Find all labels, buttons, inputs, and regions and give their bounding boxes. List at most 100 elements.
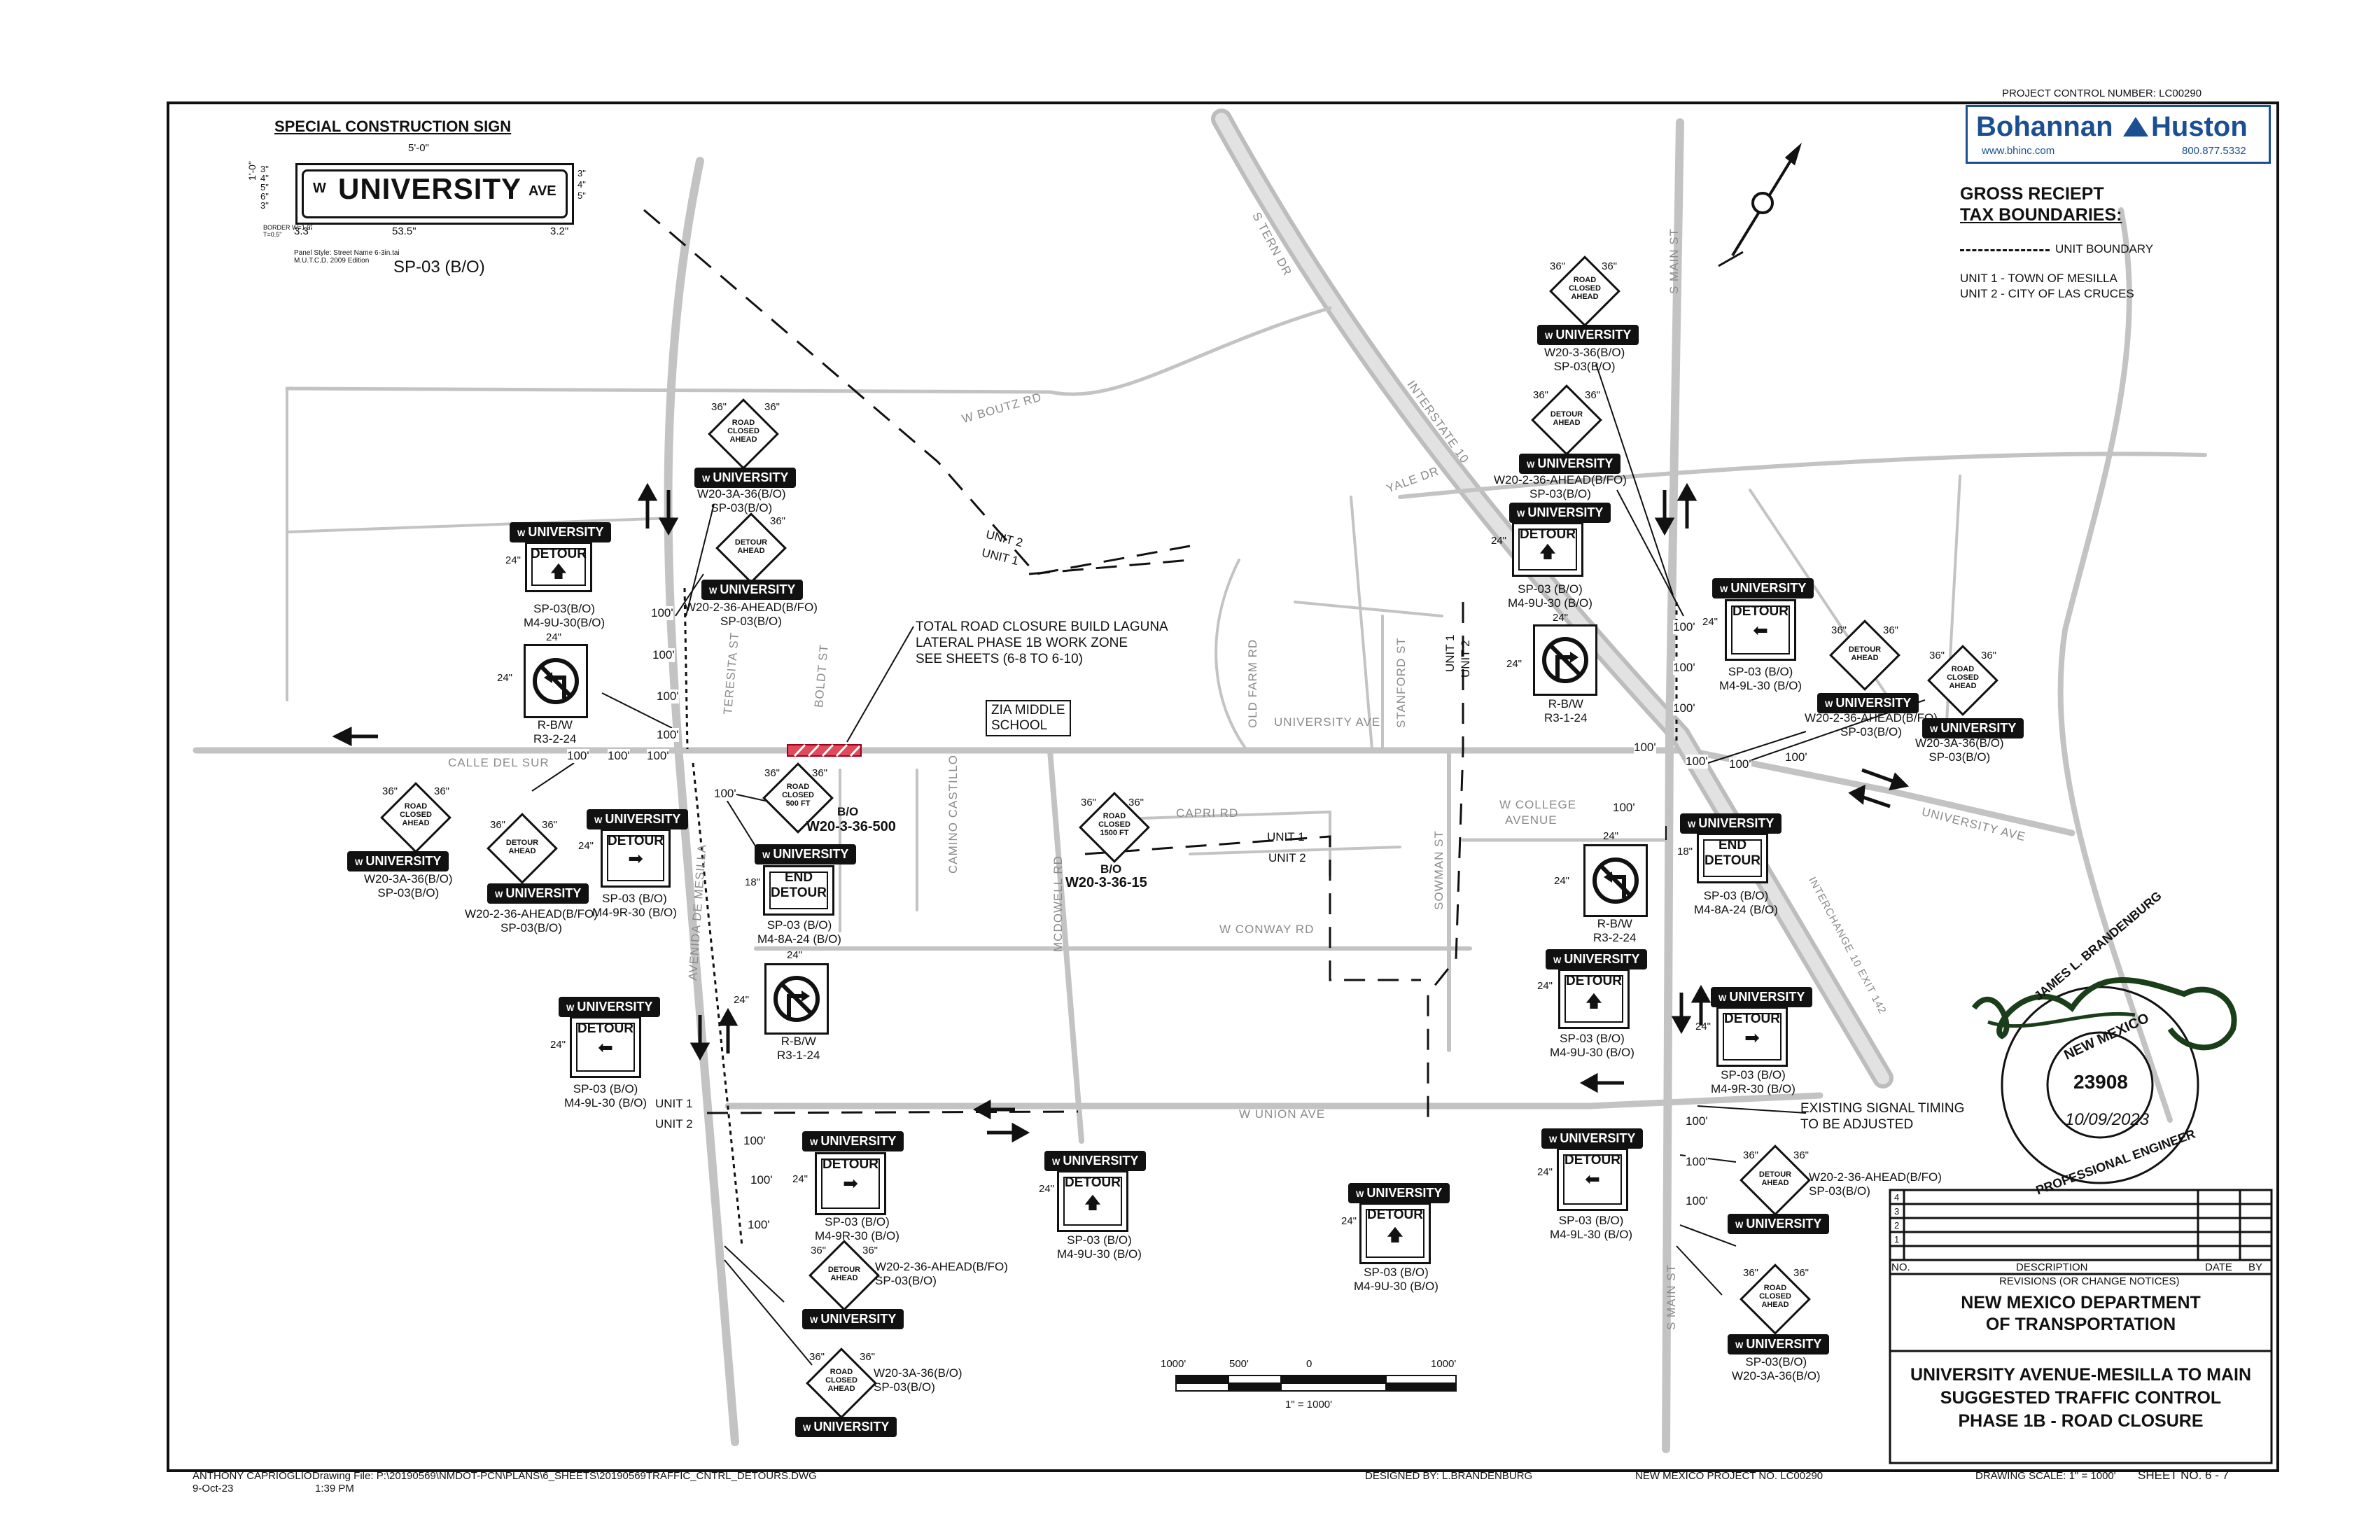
arrow-up-icon: 🡅 [1386, 1226, 1404, 1245]
dim-100-p: 100' [1686, 755, 1708, 769]
scale-ratio: 1" = 1000' [1285, 1399, 1332, 1410]
dim36-m1: 36" [809, 1351, 825, 1363]
legend-title: GROSS RECIEPT TAX BOUNDARIES: [1960, 184, 2122, 225]
dim36-dd2: 36" [1793, 1267, 1809, 1279]
special-sign-prefix: W [313, 181, 326, 196]
sign-code-w500: W20-3-36-500 [806, 819, 896, 834]
sign-code-c: SP-03(B/O)M4-9U-30(B/O) [524, 602, 606, 629]
dim-100-j: 100' [750, 1173, 773, 1187]
road-label-mcdowell: MCDOWELL RD [1051, 855, 1065, 952]
no-right-turn-sign-i [764, 963, 829, 1035]
dim-100-v: 100' [1686, 1194, 1708, 1208]
scale-label-0: 0 [1306, 1358, 1312, 1370]
no-left-turn-sign [524, 644, 588, 718]
sign-code-aa: SP-03 (B/O)M4-9R-30 (B/O) [1711, 1068, 1795, 1096]
detour-up-sign-o: DETOUR🡅 [1359, 1203, 1431, 1264]
mountain-icon [2123, 117, 2148, 136]
arrow-left-icon: ⬅ [1585, 1168, 1600, 1189]
footer-designed: DESIGNED BY: L.BRANDENBURG [1365, 1470, 1533, 1482]
detour-up-sign-z: DETOUR🡅 [1558, 969, 1630, 1029]
revision-col-by: BY [2248, 1261, 2263, 1273]
dim24-o: 24" [1341, 1215, 1357, 1227]
special-sign-width: 5'-0" [408, 142, 429, 154]
special-sign-bottom-dim-2: 53.5" [392, 225, 416, 237]
dim-100-a: 100' [651, 606, 673, 620]
sign-code-o: SP-03 (B/O)M4-9U-30 (B/O) [1354, 1266, 1438, 1293]
road-label-university: UNIVERSITY AVE [1274, 715, 1381, 729]
dim36-m2: 36" [860, 1351, 876, 1363]
sign-code-dd: SP-03(B/O)W20-3A-36(B/O) [1732, 1355, 1821, 1382]
seal-date: 10/09/2023 [2065, 1110, 2150, 1129]
no-left-turn-sign-y [1583, 844, 1648, 917]
footer-project: NEW MEXICO PROJECT NO. LC00290 [1635, 1470, 1823, 1482]
unit-label-1c: UNIT 1 [1267, 830, 1305, 844]
detour-right-sign-g: DETOUR➡ [601, 829, 671, 888]
road-label-camino: CAMINO CASTILLO [946, 755, 960, 874]
dim36-f1: 36" [490, 819, 506, 831]
dim-100-t: 100' [1686, 1114, 1708, 1128]
scale-label-1000-left: 1000' [1161, 1358, 1186, 1370]
sign-code-x: SP-03 (B/O)M4-8A-24 (B/O) [1694, 889, 1778, 916]
dim36-cc2: 36" [1793, 1149, 1809, 1161]
dim-100-l: 100' [1673, 620, 1695, 634]
dim36-u2: 36" [1883, 624, 1899, 636]
dim-100-u: 100' [1686, 1155, 1708, 1169]
sign-code-j: SP-03 (B/O)M4-9L-30 (B/O) [564, 1082, 648, 1110]
unit-label-1b: UNIT 1 [1443, 634, 1457, 672]
dim36-b1: 36" [770, 515, 786, 527]
arrow-right-icon: ➡ [1744, 1027, 1760, 1048]
arrow-up-icon: 🡅 [550, 562, 568, 581]
sign-code-b-o-1: B/O [837, 805, 859, 818]
company-name-2: Huston [2151, 111, 2248, 142]
dim36-q2: 36" [1585, 389, 1601, 401]
arrow-left-icon: ⬅ [598, 1037, 613, 1058]
dim24-r: 24" [1491, 535, 1507, 547]
arrow-right-icon: ➡ [628, 848, 643, 869]
dim-100-i: 100' [743, 1134, 766, 1148]
dim36-a1: 36" [711, 401, 727, 413]
project-control-number: PROJECT CONTROL NUMBER: LC00290 [2002, 88, 2202, 99]
legend-unit1: UNIT 1 - TOWN OF MESILLA [1960, 272, 2118, 285]
sign-code-w15: W20-3-36-15 [1065, 875, 1147, 890]
special-sign-suffix: AVE [528, 183, 556, 199]
dim36-w2: 36" [812, 767, 828, 779]
sign-code-n: SP-03 (B/O)M4-9U-30 (B/O) [1057, 1233, 1142, 1261]
special-sign-street: UNIVERSITY [338, 172, 522, 205]
footer-drafter: ANTHONY CAPRIOGLIO [192, 1470, 312, 1482]
sign-code-r: SP-03 (B/O)M4-9U-30 (B/O) [1508, 582, 1592, 610]
sign-code-u: W20-2-36-AHEAD(B/FO)SP-03(B/O) [1805, 711, 1938, 738]
company-phone: 800.877.5332 [2182, 145, 2246, 157]
special-sign-right-dims: 3"4"5" [578, 168, 586, 201]
revision-col-desc: DESCRIPTION [2016, 1261, 2088, 1273]
special-sign-bottom-dim-1: 3.3" [294, 225, 313, 237]
dim36-l1: 36" [811, 1245, 827, 1256]
sign-code-bb: SP-03 (B/O)M4-9L-30 (B/O) [1550, 1214, 1633, 1241]
road-label-calle: CALLE DEL SUR [448, 756, 550, 769]
sign-code-z: SP-03 (B/O)M4-9U-30 (B/O) [1550, 1032, 1634, 1059]
arrow-up-icon: 🡅 [1084, 1194, 1102, 1212]
dim-100-g: 100' [647, 749, 669, 763]
detour-right-sign-aa: DETOUR➡ [1716, 1007, 1788, 1067]
scale-label-1000-right: 1000' [1431, 1358, 1457, 1370]
dim24-aa: 24" [1695, 1021, 1712, 1032]
road-label-sowman: SOWMAN ST [1432, 830, 1446, 910]
dim24-d2: 24" [497, 672, 513, 684]
dim36-e1: 36" [382, 785, 398, 797]
dim24-g: 24" [578, 840, 594, 852]
